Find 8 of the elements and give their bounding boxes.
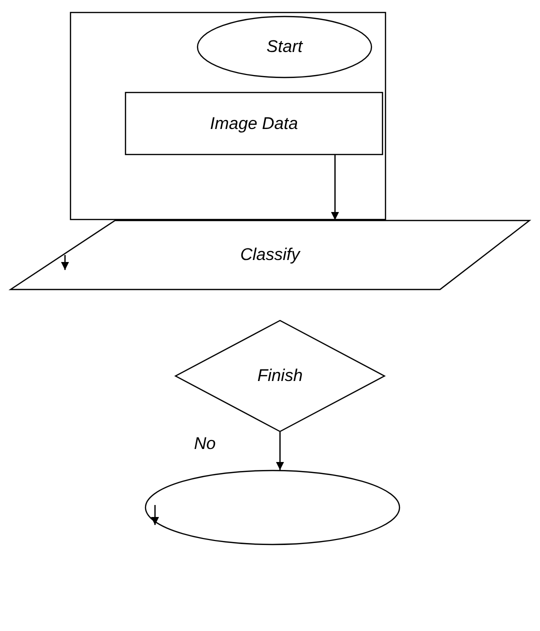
arrow [61,255,69,270]
node-label: Start [266,37,304,57]
node-label: Image Data [209,114,299,134]
node-label: Finish [256,366,304,386]
node-label: Classify [239,245,302,265]
arrow [331,155,339,220]
arrow [276,432,284,470]
arrow [151,505,159,525]
